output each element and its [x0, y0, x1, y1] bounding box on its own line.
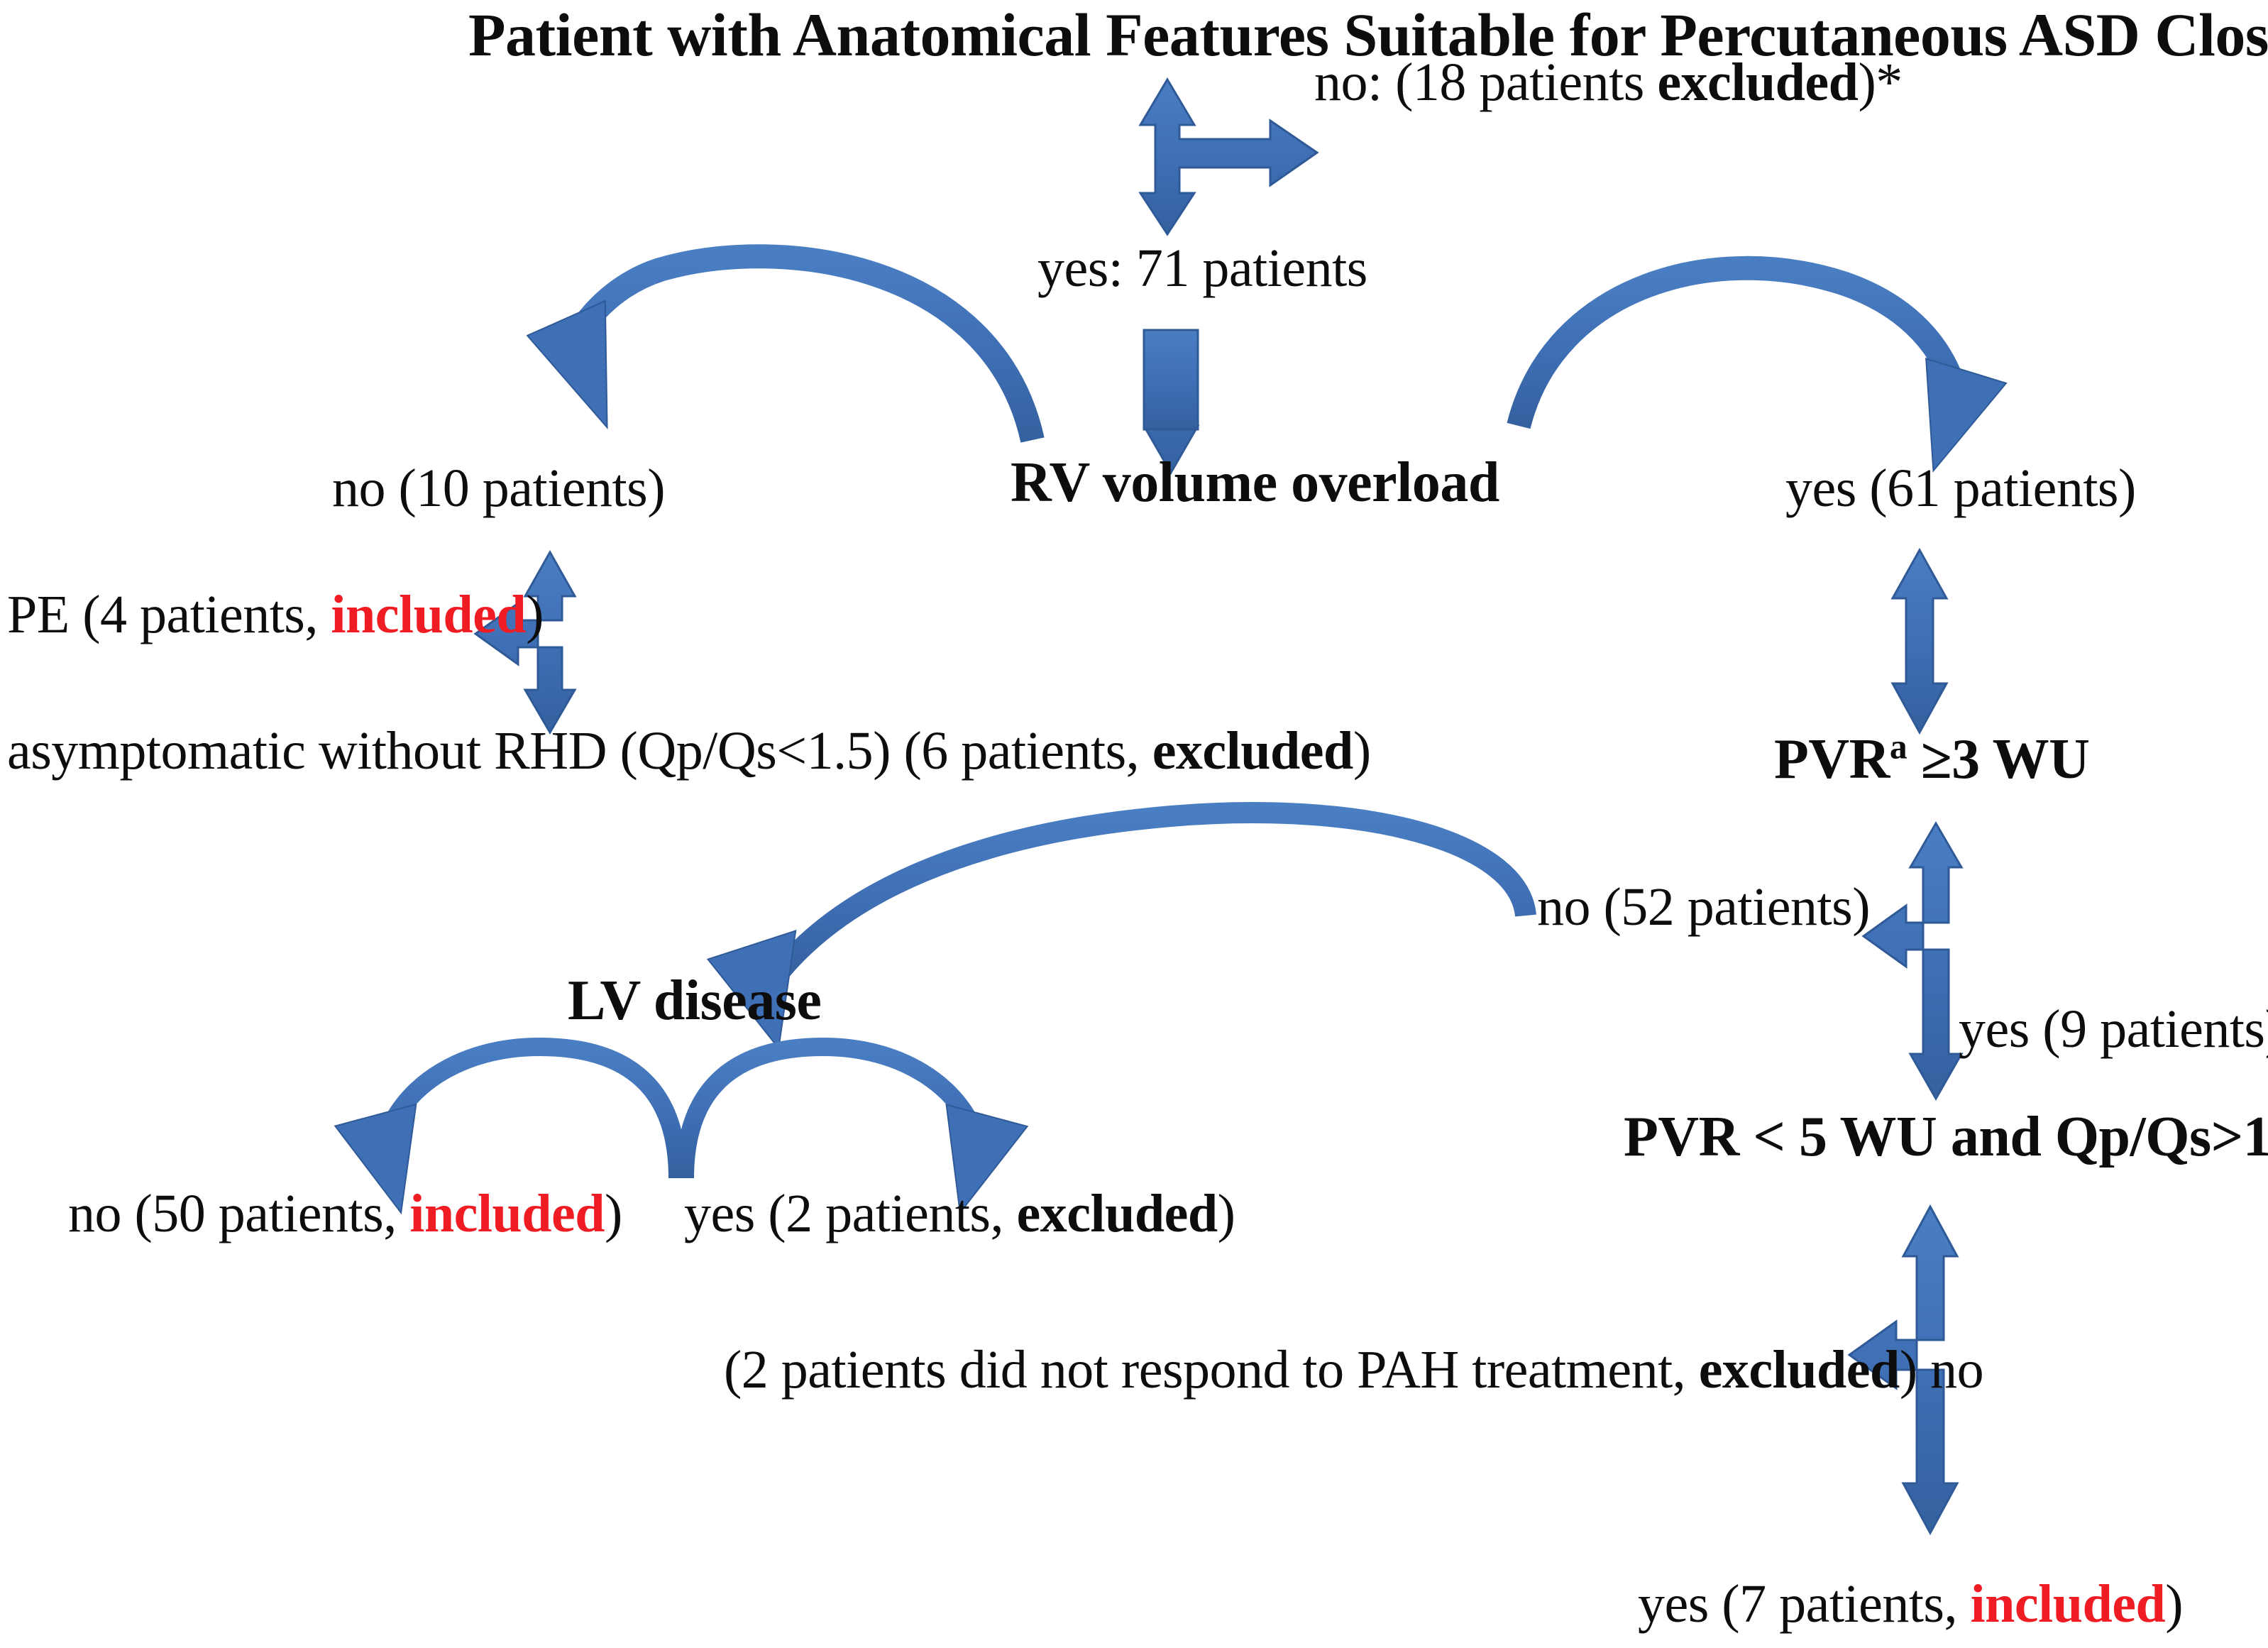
edge-pah-suffix: ) no — [1899, 1340, 1984, 1400]
edge-no-18-prefix: no: (18 patients — [1314, 53, 1658, 112]
edge-label-yes-7: yes (7 patients, included) — [1638, 1574, 2184, 1634]
edge-no50-prefix: no (50 patients, — [68, 1184, 410, 1243]
edge-no-18-bold: excluded — [1657, 53, 1859, 112]
edge-pe-included: included — [331, 585, 527, 644]
node-rv-volume-overload: RV volume overload — [1011, 451, 1499, 514]
arrow-rv-to-yes61-icon — [1507, 256, 2008, 473]
node-pvr-suffix: ≥3 WU — [1907, 728, 2090, 791]
edge-asym-prefix: asymptomatic without RHD (Qp/Qs<1.5) (6 … — [7, 721, 1152, 781]
edge-no-18-suffix: )* — [1858, 53, 1903, 112]
node-lv-disease: LV disease — [568, 969, 822, 1032]
edge-yes2-prefix: yes (2 patients, — [684, 1184, 1017, 1243]
edge-label-no-50: no (50 patients, included) — [68, 1187, 622, 1241]
edge-yes7-suffix: ) — [2165, 1574, 2184, 1634]
edge-yes7-prefix: yes (7 patients, — [1638, 1574, 1971, 1634]
edge-label-no-18: no: (18 patients excluded)* — [1314, 55, 1903, 109]
edge-pah-prefix: (2 patients did not respond to PAH treat… — [724, 1340, 1699, 1400]
edge-yes2-bold: excluded — [1016, 1184, 1218, 1243]
node-pvr-prefix: PVR — [1774, 728, 1890, 791]
node-pvr-ge3-wu: PVRa ≥3 WU — [1774, 728, 2090, 791]
edge-label-yes-9: yes (9 patients) — [1959, 999, 2268, 1059]
arrow-no52-to-lv-icon — [706, 802, 1536, 1050]
edge-label-yes-61: yes (61 patients) — [1785, 458, 2136, 518]
edge-yes7-included: included — [1970, 1574, 2166, 1634]
edge-pe-prefix: PE (4 patients, — [7, 585, 331, 644]
edge-label-pe-4: PE (4 patients, included) — [7, 588, 544, 642]
edge-label-no-10: no (10 patients) — [332, 458, 666, 518]
arrow-rv-to-no10-icon — [526, 244, 1045, 443]
edge-asym-suffix: ) — [1353, 721, 1371, 781]
edge-pe-suffix: ) — [526, 585, 544, 644]
edge-label-asymptomatic-6: asymptomatic without RHD (Qp/Qs<1.5) (6 … — [7, 724, 1371, 778]
node-pvr-lt5-qpqs: PVR < 5 WU and Qp/Qs>1.5 — [1624, 1106, 2268, 1168]
arrow-pvr3-split-icon — [1861, 821, 1964, 1102]
edge-yes2-suffix: ) — [1217, 1184, 1235, 1243]
edge-label-no-52: no (52 patients) — [1537, 877, 1871, 937]
edge-label-yes-2: yes (2 patients, excluded) — [684, 1187, 1235, 1241]
edge-no50-suffix: ) — [604, 1184, 622, 1243]
edge-asym-bold: excluded — [1152, 721, 1354, 781]
arrow-yes61-down-icon — [1890, 547, 1949, 735]
arrow-root-split-icon — [1138, 77, 1319, 236]
page-title: Patient with Anatomical Features Suitabl… — [468, 1, 2268, 69]
edge-pah-bold: excluded — [1698, 1340, 1900, 1400]
node-pvr-superscript-a: a — [1889, 727, 1908, 767]
edge-label-yes-71: yes: 71 patients — [1037, 238, 1367, 298]
edge-no50-included: included — [409, 1184, 605, 1243]
edge-label-pah-2: (2 patients did not respond to PAH treat… — [724, 1340, 1984, 1400]
